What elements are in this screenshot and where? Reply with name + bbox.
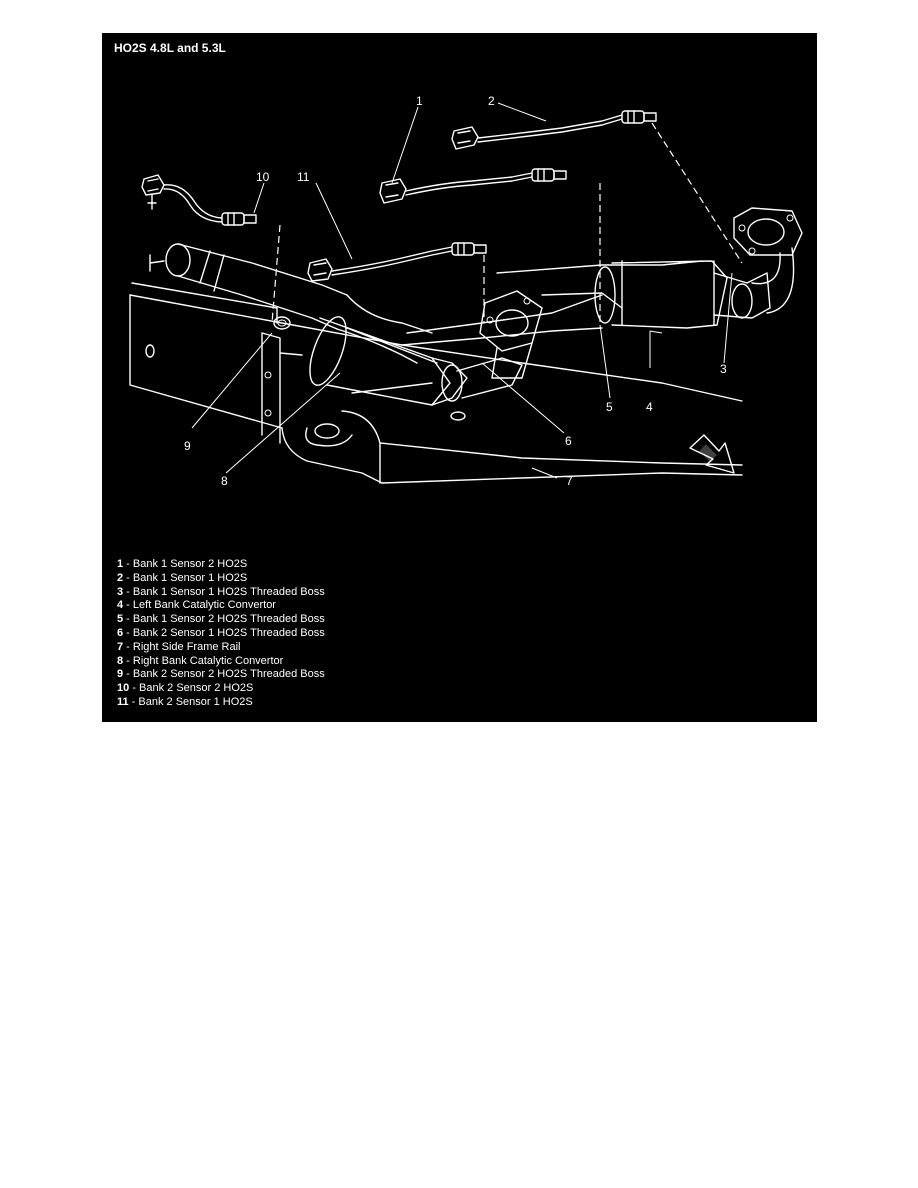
callout-8: 8 [221, 474, 228, 488]
legend-label: Bank 2 Sensor 1 HO2S Threaded Boss [132, 626, 325, 639]
right-bank-converter [149, 243, 603, 406]
legend-number: 4 [117, 599, 124, 612]
exhaust-diagram: 1 2 3 4 5 6 7 8 9 10 11 [129, 94, 803, 488]
legend-label: Bank 2 Sensor 2 HO2S Threaded Boss [132, 668, 325, 681]
bank2-flange [479, 290, 543, 379]
legend-separator: - [129, 682, 140, 695]
legend-separator: - [123, 668, 133, 681]
legend-separator: - [123, 599, 133, 612]
legend-item: 6 - Bank 2 Sensor 1 HO2S Threaded Boss [117, 627, 325, 641]
legend-label: Bank 2 Sensor 1 HO2S [138, 695, 253, 708]
legend-number: 8 [117, 654, 124, 667]
legend-number: 3 [117, 585, 124, 598]
sensor-bank2-sensor2 [141, 174, 257, 226]
figure-title: HO2S 4.8L and 5.3L [114, 41, 226, 55]
legend-item: 7 - Right Side Frame Rail [117, 641, 325, 655]
legend-separator: - [123, 585, 133, 598]
legend-separator: - [123, 626, 133, 639]
legend-separator: - [123, 640, 133, 653]
ho2s-figure: HO2S 4.8L and 5.3L [102, 33, 817, 722]
legend-label: Right Side Frame Rail [132, 640, 241, 653]
sensor-bank2-sensor1 [307, 242, 487, 282]
legend-item: 9 - Bank 2 Sensor 2 HO2S Threaded Boss [117, 668, 325, 682]
callout-5: 5 [606, 400, 613, 414]
legend-list: 1 - Bank 1 Sensor 2 HO2S 2 - Bank 1 Sens… [117, 558, 325, 710]
legend-item: 8 - Right Bank Catalytic Convertor [117, 655, 325, 669]
legend-label: Bank 1 Sensor 2 HO2S Threaded Boss [132, 613, 325, 626]
legend-number: 11 [117, 695, 129, 708]
leader-lines [191, 102, 743, 479]
legend-separator: - [123, 613, 133, 626]
callout-4: 4 [646, 400, 653, 414]
legend-label: Right Bank Catalytic Convertor [132, 654, 284, 667]
legend-label: Bank 1 Sensor 1 HO2S [132, 571, 248, 584]
legend-separator: - [123, 654, 133, 667]
legend-label: Bank 1 Sensor 1 HO2S Threaded Boss [132, 585, 325, 598]
callouts: 1 2 3 4 5 6 7 8 9 10 11 [184, 94, 727, 488]
legend-item: 10 - Bank 2 Sensor 2 HO2S [117, 682, 325, 696]
legend-item: 1 - Bank 1 Sensor 2 HO2S [117, 558, 325, 572]
legend-item: 11 - Bank 2 Sensor 1 HO2S [117, 696, 325, 710]
callout-6: 6 [565, 434, 572, 448]
sensor-bank1-sensor1 [451, 110, 657, 150]
legend-label: Bank 1 Sensor 2 HO2S [132, 558, 248, 570]
left-bank-converter [496, 207, 803, 329]
forward-arrow-icon [689, 434, 735, 474]
legend-item: 2 - Bank 1 Sensor 1 HO2S [117, 572, 325, 586]
legend-separator: - [123, 558, 133, 570]
legend-item: 4 - Left Bank Catalytic Convertor [117, 599, 325, 613]
legend-number: 10 [117, 682, 130, 695]
legend-label: Bank 2 Sensor 2 HO2S [139, 682, 254, 695]
legend-number: 6 [117, 626, 124, 639]
callout-9: 9 [184, 439, 191, 453]
legend-separator: - [128, 695, 139, 708]
bank2-sensor2-boss [273, 316, 291, 330]
frame-rail [129, 282, 743, 484]
legend-separator: - [123, 571, 133, 584]
legend-number: 9 [117, 668, 124, 681]
legend-number: 1 [117, 558, 124, 570]
callout-1: 1 [416, 94, 423, 108]
legend-number: 2 [117, 571, 124, 584]
legend-item: 3 - Bank 1 Sensor 1 HO2S Threaded Boss [117, 586, 325, 600]
sensor-bank1-sensor2 [379, 168, 567, 204]
callout-11: 11 [297, 170, 310, 184]
callout-7: 7 [566, 474, 573, 488]
legend-label: Left Bank Catalytic Convertor [132, 599, 276, 612]
callout-2: 2 [488, 94, 495, 108]
legend-number: 7 [117, 640, 124, 653]
legend-number: 5 [117, 613, 124, 626]
legend-item: 5 - Bank 1 Sensor 2 HO2S Threaded Boss [117, 613, 325, 627]
callout-3: 3 [720, 362, 727, 376]
callout-10: 10 [256, 170, 270, 184]
